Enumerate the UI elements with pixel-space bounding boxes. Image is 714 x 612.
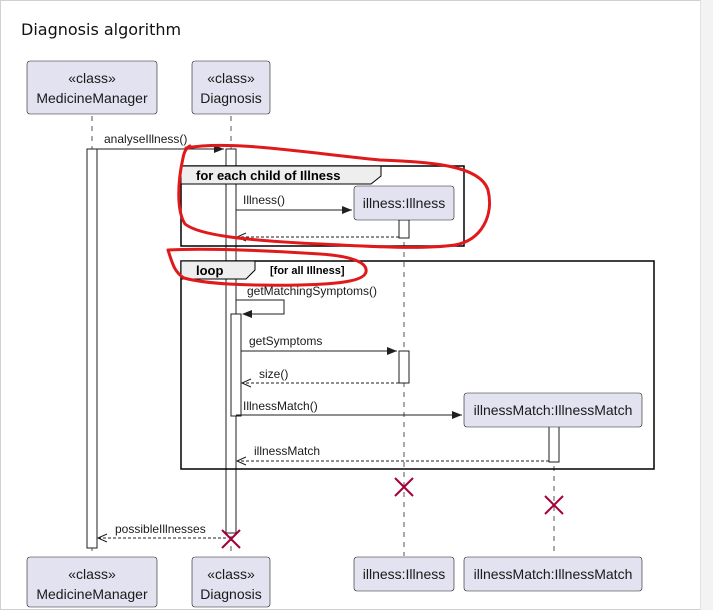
- arrowhead: [342, 206, 352, 214]
- participant-illness-created[interactable]: illness:Illness: [353, 185, 455, 221]
- arrowhead: [96, 533, 108, 543]
- destroy-diagnosis-icon: [221, 529, 241, 549]
- message-illness-match-ctor-label: IllnessMatch(): [243, 399, 318, 413]
- page-title: Diagnosis algorithm: [21, 20, 182, 39]
- participant-name: illness:Illness: [363, 566, 445, 582]
- activation-illness-1: [398, 219, 410, 239]
- message-get-matching-label: getMatchingSymptoms(): [247, 284, 377, 298]
- participant-diagnosis-top[interactable]: «class» Diagnosis: [191, 60, 271, 115]
- participant-name: illnessMatch:IllnessMatch: [474, 402, 633, 418]
- destroy-illness-icon: [394, 477, 414, 497]
- fragment-loop-guard: [for all Illness]: [270, 265, 345, 277]
- fragment-for-each: for each child of Illness: [180, 165, 465, 247]
- activation-medicinemanager: [86, 148, 98, 549]
- activation-diagnosis-nested: [230, 313, 242, 417]
- participant-medicinemanager-top[interactable]: «class» MedicineManager: [26, 60, 158, 115]
- arrowhead: [387, 347, 397, 355]
- participant-name: illnessMatch:IllnessMatch: [474, 566, 633, 582]
- fragment-loop-label: loop: [196, 263, 223, 278]
- participant-stereotype: «class»: [68, 566, 116, 582]
- activation-illness-2: [398, 350, 410, 384]
- message-get-symptoms-label: getSymptoms: [249, 334, 322, 348]
- participant-name: illness:Illness: [363, 195, 445, 211]
- arrowhead: [240, 378, 252, 388]
- fragment-for-each-label: for each child of Illness: [196, 168, 340, 183]
- participant-diagnosis-bottom[interactable]: «class» Diagnosis: [191, 556, 271, 608]
- activation-illnessmatch: [548, 425, 560, 463]
- participant-name: Diagnosis: [200, 586, 261, 602]
- participant-illness-bottom[interactable]: illness:Illness: [353, 556, 455, 592]
- message-illness-ctor-label: Illness(): [243, 193, 285, 207]
- participant-name: MedicineManager: [36, 90, 148, 106]
- message-illness-match-return-label: illnessMatch: [254, 444, 320, 458]
- participant-illnessmatch-bottom[interactable]: illnessMatch:IllnessMatch: [463, 556, 643, 592]
- annotation-circle-for-each: [177, 143, 491, 249]
- arrowhead: [214, 145, 224, 153]
- participant-name: MedicineManager: [36, 586, 148, 602]
- participant-illnessmatch-created[interactable]: illnessMatch:IllnessMatch: [463, 392, 643, 428]
- participant-medicinemanager-bottom[interactable]: «class» MedicineManager: [26, 556, 158, 608]
- participant-stereotype: «class»: [68, 70, 116, 86]
- participant-stereotype: «class»: [207, 70, 255, 86]
- arrowhead: [235, 456, 247, 466]
- participant-name: Diagnosis: [200, 90, 261, 106]
- destroy-illnessmatch-icon: [544, 495, 564, 515]
- message-get-matching-arrow: [236, 299, 285, 315]
- arrowhead: [452, 411, 462, 419]
- participant-stereotype: «class»: [207, 566, 255, 582]
- message-size-label: size(): [259, 367, 288, 381]
- message-possible-label: possibleIllnesses: [115, 522, 206, 536]
- annotation-circle-loop: [166, 247, 368, 287]
- arrowhead: [242, 310, 252, 318]
- message-analyse-label: analyseIllness(): [104, 132, 187, 146]
- scrollbar[interactable]: [700, 0, 713, 610]
